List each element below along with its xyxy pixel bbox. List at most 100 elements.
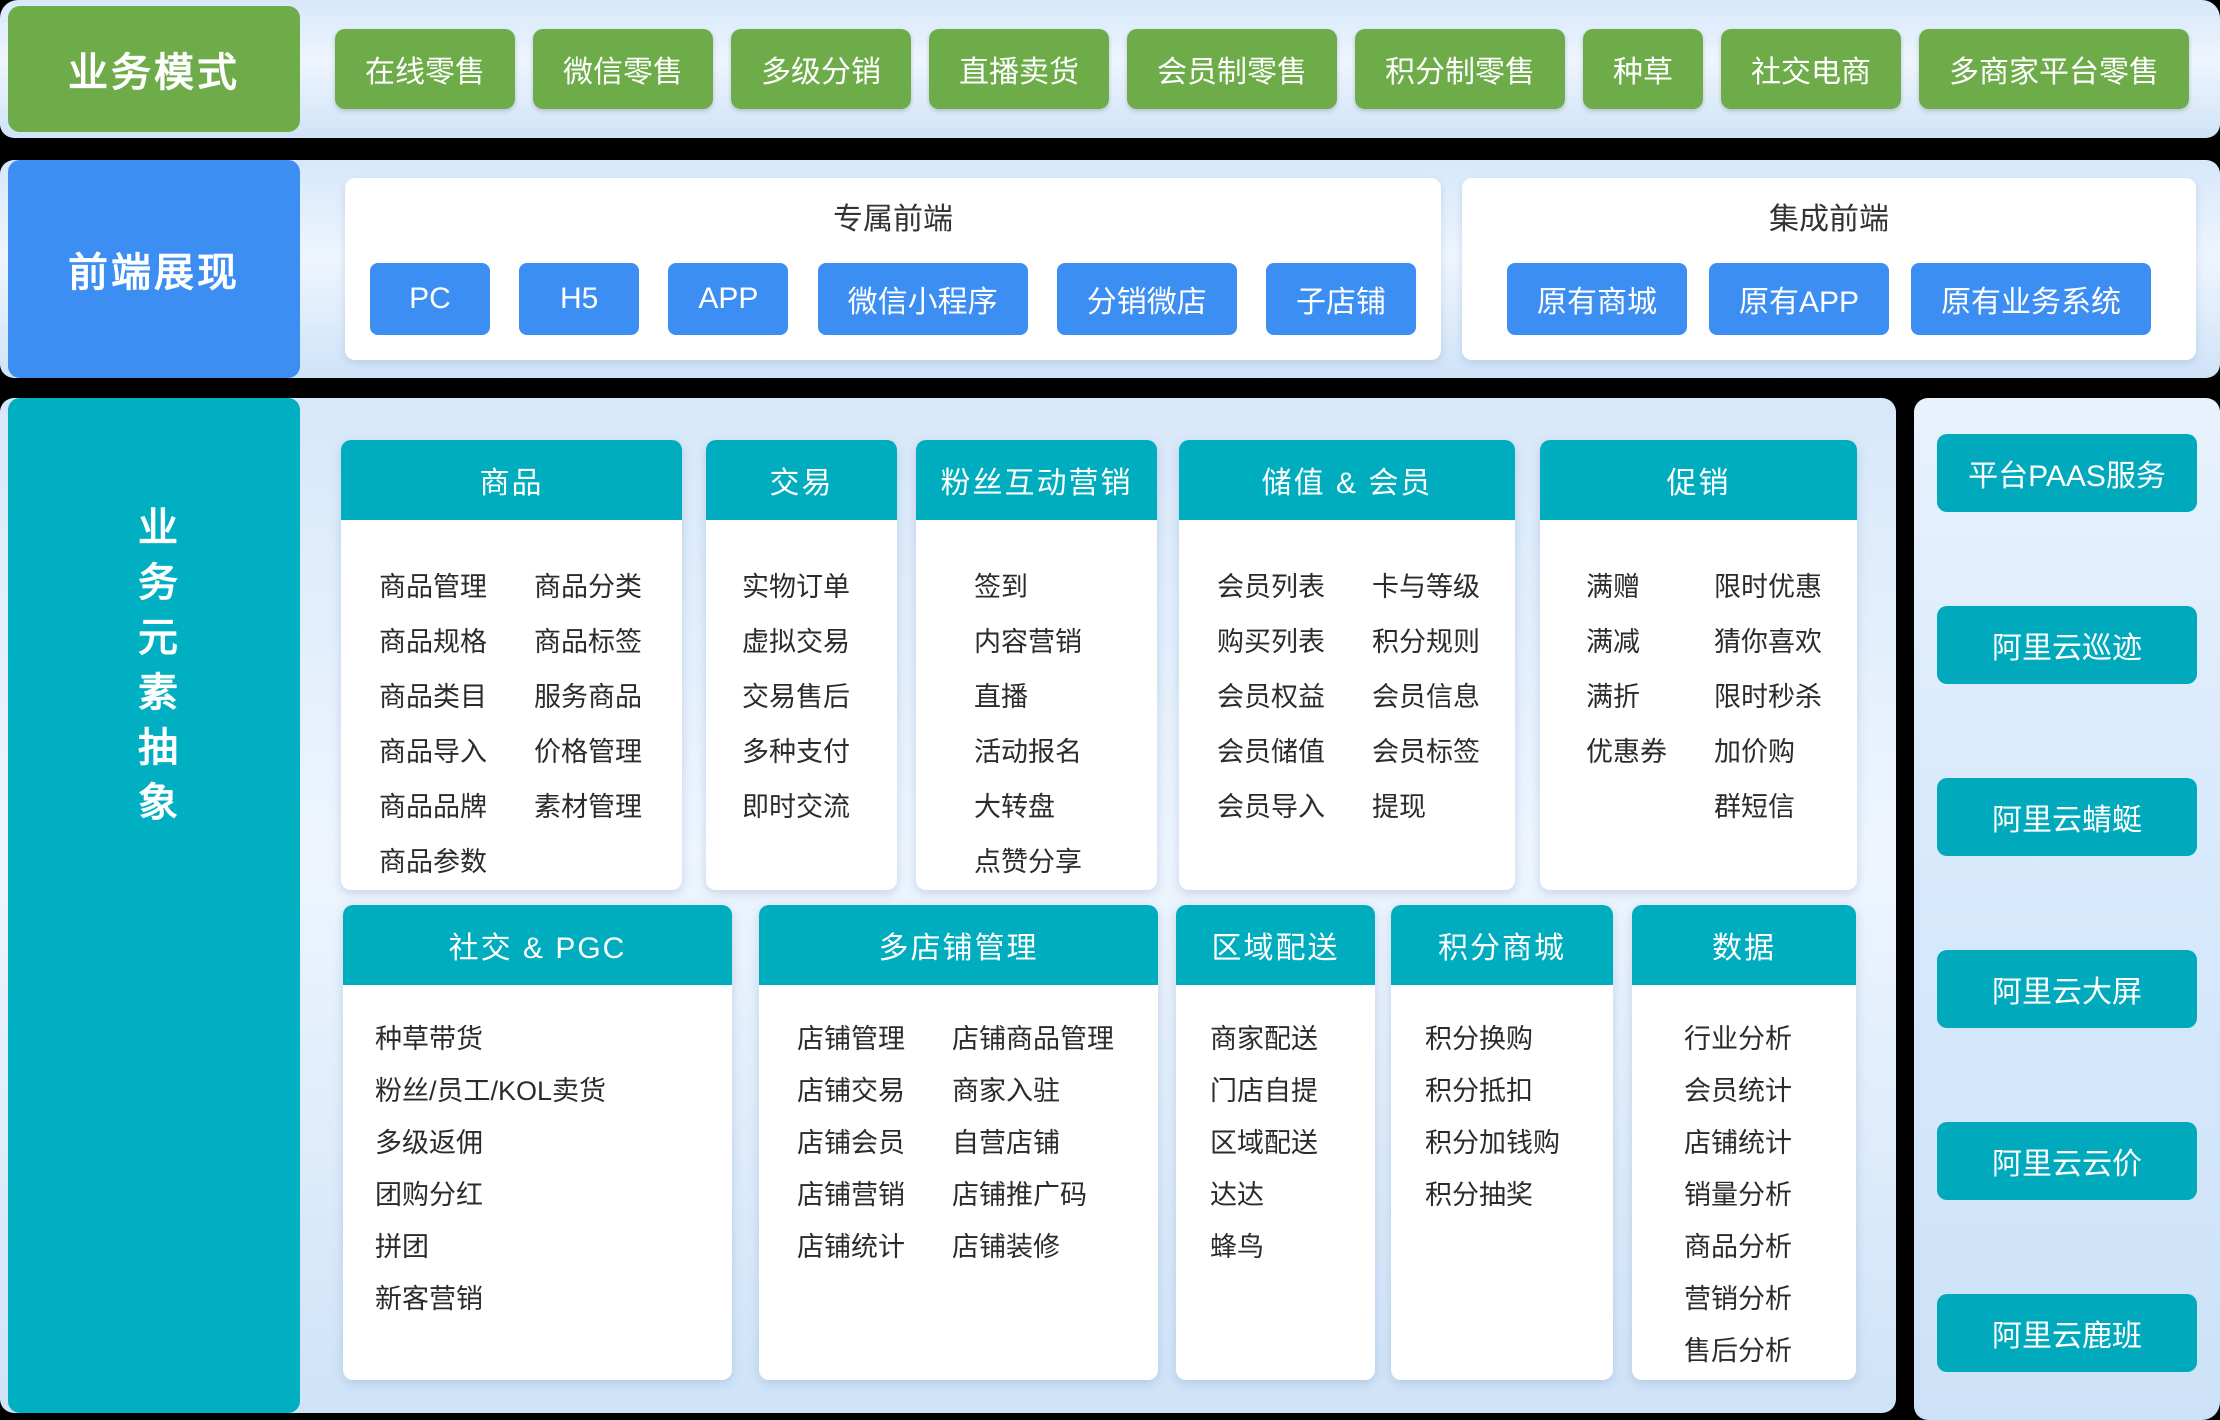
module-feature-item: 拼团 [375,1232,429,1262]
module-card-title: 积分商城 [1391,905,1613,985]
paas-service-item: 阿里云蜻蜓 [1937,778,2197,856]
module-feature-item: 满赠 [1586,572,1640,602]
module-feature-item: 会员列表 [1217,572,1325,602]
business-model-label-text: 业务模式 [68,51,240,95]
module-card: 积分商城积分换购积分抵扣积分加钱购积分抽奖 [1391,905,1613,1380]
module-feature-item: 商品分类 [534,572,642,602]
module-feature-item: 卡与等级 [1372,572,1480,602]
abstraction-label-text: 业务元素抽象 [132,506,176,836]
paas-service-item: 阿里云云价 [1937,1122,2197,1200]
module-card-body: 种草带货粉丝/员工/KOL卖货多级返佣团购分红拼团新客营销 [343,985,732,1325]
business-model-item: 多商家平台零售 [1919,29,2189,109]
module-feature-item: 点赞分享 [974,847,1082,877]
module-card-body: 积分换购积分抵扣积分加钱购积分抽奖 [1391,985,1613,1221]
module-feature-item: 店铺推广码 [952,1180,1087,1210]
module-card-title: 多店铺管理 [759,905,1158,985]
module-feature-item: 店铺统计 [797,1232,905,1262]
module-feature-item: 粉丝/员工/KOL卖货 [375,1076,607,1106]
module-feature-item: 销量分析 [1684,1180,1792,1210]
module-card: 区域配送商家配送门店自提区域配送达达蜂鸟 [1176,905,1375,1380]
dedicated-frontend-title: 专属前端 [833,203,953,236]
module-feature-item: 商家配送 [1210,1024,1318,1054]
module-feature-item: 实物订单 [742,572,850,602]
module-feature-item: 店铺商品管理 [952,1024,1114,1054]
module-feature-item: 会员导入 [1217,792,1325,822]
module-feature-item: 多级返佣 [375,1128,483,1158]
module-feature-item: 直播 [974,682,1028,712]
business-model-item: 会员制零售 [1127,29,1337,109]
module-feature-item: 会员标签 [1372,737,1480,767]
module-card-title: 交易 [706,440,897,520]
module-feature-item: 门店自提 [1210,1076,1318,1106]
frontend-label: 前端展现 [8,160,300,378]
frontend-channel-item: PC [370,263,490,335]
module-feature-item: 区域配送 [1210,1128,1318,1158]
module-card-title: 商品 [341,440,682,520]
module-feature-item: 商家入驻 [952,1076,1060,1106]
module-feature-item: 会员权益 [1217,682,1325,712]
frontend-channel-item: H5 [519,263,640,335]
module-feature-item: 商品标签 [534,627,642,657]
module-feature-item: 店铺装修 [952,1232,1060,1262]
module-feature-item: 店铺统计 [1684,1128,1792,1158]
module-feature-item: 店铺营销 [797,1180,905,1210]
module-feature-item: 即时交流 [742,792,850,822]
integrated-frontend-panel: 集成前端 原有商城原有APP 原有业务系统 [1462,178,2196,360]
module-feature-item: 签到 [974,572,1028,602]
business-model-item: 微信零售 [533,29,713,109]
module-feature-item: 提现 [1372,792,1426,822]
module-feature-item: 商品品牌 [379,792,487,822]
frontend-label-text: 前端展现 [68,251,240,295]
module-feature-item: 商品导入 [379,737,487,767]
business-model-item: 社交电商 [1721,29,1901,109]
business-model-item: 种草 [1583,29,1703,109]
frontend-channel-item: 分销微店 [1056,263,1237,335]
business-model-item: 多级分销 [731,29,911,109]
module-feature-item: 商品管理 [379,572,487,602]
integrated-frontend-title: 集成前端 [1769,203,1889,236]
module-card-body: 会员列表购买列表会员权益会员储值会员导入卡与等级积分规则会员信息会员标签提现 [1179,520,1515,835]
paas-service-item: 阿里云鹿班 [1937,1294,2197,1372]
frontend-channel-item: 微信小程序 [817,263,1028,335]
module-feature-item: 会员信息 [1372,682,1480,712]
module-feature-item: 会员统计 [1684,1076,1792,1106]
module-card: 数据行业分析会员统计店铺统计销量分析商品分析营销分析售后分析 [1632,905,1856,1380]
paas-column: 平台PAAS服务阿里云巡迹阿里云蜻蜓阿里云大屏阿里云云价阿里云鹿班 [1914,398,2220,1372]
module-feature-item: 群短信 [1714,792,1795,822]
module-feature-item: 店铺管理 [797,1024,905,1054]
module-feature-item: 商品规格 [379,627,487,657]
module-card-body: 签到内容营销直播活动报名大转盘点赞分享 [916,520,1157,890]
module-feature-item: 新客营销 [375,1284,483,1314]
module-card-body: 实物订单虚拟交易交易售后多种支付即时交流 [706,520,897,835]
business-model-section: 业务模式 在线零售微信零售多级分销直播卖货会员制零售积分制零售种草社交电商多商家… [0,0,2220,138]
business-model-item: 在线零售 [335,29,515,109]
frontend-channel-item: 原有业务系统 [1911,263,2152,335]
module-feature-item: 团购分红 [375,1180,483,1210]
module-feature-item: 满折 [1586,682,1640,712]
module-feature-item: 购买列表 [1217,627,1325,657]
module-card-title: 数据 [1632,905,1856,985]
frontend-channel-item: 原有商城 [1506,263,1687,335]
module-feature-item: 会员储值 [1217,737,1325,767]
module-feature-item: 猜你喜欢 [1714,627,1822,657]
module-card-body: 满赠满减满折优惠券限时优惠猜你喜欢限时秒杀加价购群短信 [1540,520,1857,835]
frontend-channel-item: 原有APP [1708,263,1890,335]
business-model-item: 积分制零售 [1355,29,1565,109]
business-model-item: 直播卖货 [929,29,1109,109]
paas-service-item: 阿里云巡迹 [1937,606,2197,684]
module-feature-item: 素材管理 [534,792,642,822]
module-card-title: 促销 [1540,440,1857,520]
module-feature-item: 商品参数 [379,847,487,877]
module-card-body: 商品管理商品规格商品类目商品导入商品品牌商品参数商品分类商品标签服务商品价格管理… [341,520,682,890]
module-feature-item: 多种支付 [742,737,850,767]
module-card-title: 粉丝互动营销 [916,440,1157,520]
business-model-row: 在线零售微信零售多级分销直播卖货会员制零售积分制零售种草社交电商多商家平台零售 [335,29,2198,109]
module-feature-item: 自营店铺 [952,1128,1060,1158]
abstraction-label: 业务元素抽象 [8,398,300,1413]
module-feature-item: 店铺会员 [797,1128,905,1158]
module-feature-item: 限时秒杀 [1714,682,1822,712]
module-card-body: 行业分析会员统计店铺统计销量分析商品分析营销分析售后分析 [1632,985,1856,1377]
module-feature-item: 服务商品 [534,682,642,712]
module-feature-item: 限时优惠 [1714,572,1822,602]
